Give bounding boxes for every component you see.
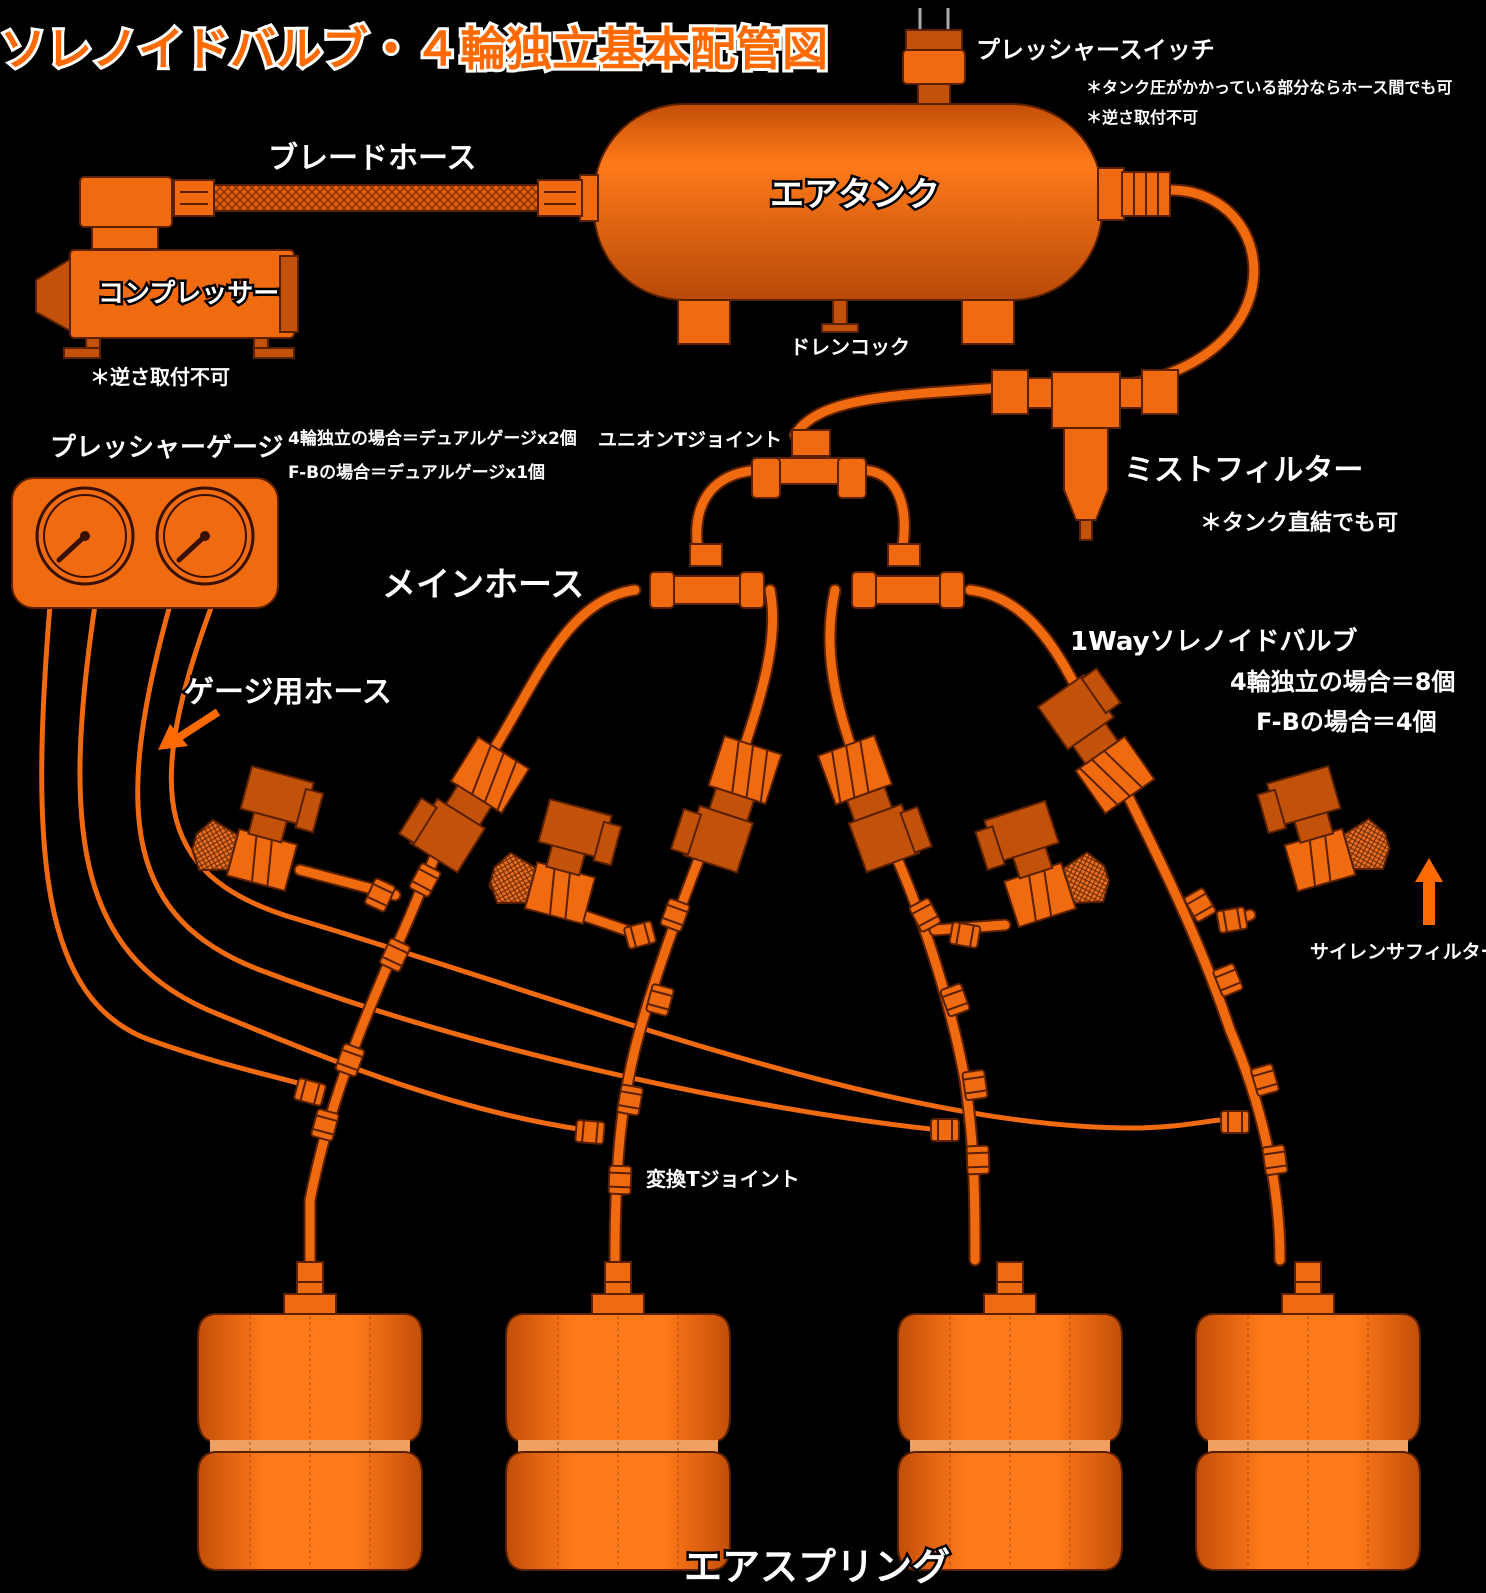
- air-springs: [197, 1261, 1421, 1571]
- t-joint-left: [649, 543, 765, 609]
- braided-hose-label: ブレードホース: [268, 141, 477, 176]
- air-tank: [579, 103, 1171, 345]
- union-t-joint: [751, 429, 867, 499]
- compressor-label: コンプレッサー: [98, 279, 279, 309]
- mist-filter: [991, 369, 1179, 541]
- gauge-hoses: [39, 604, 1221, 1133]
- union-t-label: ユニオンTジョイント: [598, 429, 782, 451]
- silencer-arrow: [1415, 858, 1443, 925]
- t-joint-right: [851, 543, 965, 609]
- compressor: [35, 176, 299, 359]
- pressure-switch-label: プレッシャースイッチ: [976, 36, 1215, 64]
- pressure-switch: [902, 8, 966, 105]
- air-tank-label: エアタンク: [770, 175, 940, 215]
- mist-filter-label: ミストフィルター: [1124, 453, 1363, 488]
- valve-note-1: 4輪独立の場合＝8個: [1230, 668, 1455, 696]
- braided-hose: [173, 179, 583, 217]
- main-hose-label: メインホース: [382, 565, 584, 605]
- gauge-note-1: 4輪独立の場合＝デュアルゲージx2個: [288, 428, 577, 449]
- compressor-note: ＊逆さ取付不可: [90, 365, 230, 389]
- gauge-hose-label: ゲージ用ホース: [184, 675, 392, 710]
- silencer-label: サイレンサフィルター: [1310, 941, 1486, 963]
- pressure-gauge-label: プレッシャーゲージ: [50, 433, 283, 463]
- page-title: ソレノイドバルブ・４輪独立基本配管図: [0, 22, 828, 76]
- air-spring-label: エアスプリング: [684, 1545, 950, 1589]
- drain-cock-label: ドレンコック: [790, 335, 910, 359]
- pressure-gauge: [11, 477, 279, 609]
- gauge-hose-arrow: [158, 708, 221, 750]
- valve-label: 1Wayソレノイドバルブ: [1070, 626, 1358, 657]
- conv-t-label: 変換Tジョイント: [646, 1167, 800, 1191]
- pressure-switch-note-1: ＊タンク圧がかかっている部分ならホース間でも可: [1086, 78, 1452, 97]
- pressure-switch-note-2: ＊逆さ取付不可: [1086, 108, 1198, 127]
- valve-note-2: F-Bの場合＝4個: [1256, 708, 1437, 736]
- gauge-note-2: F-Bの場合＝デュアルゲージx1個: [288, 462, 545, 483]
- mist-filter-note: ＊タンク直結でも可: [1200, 510, 1398, 536]
